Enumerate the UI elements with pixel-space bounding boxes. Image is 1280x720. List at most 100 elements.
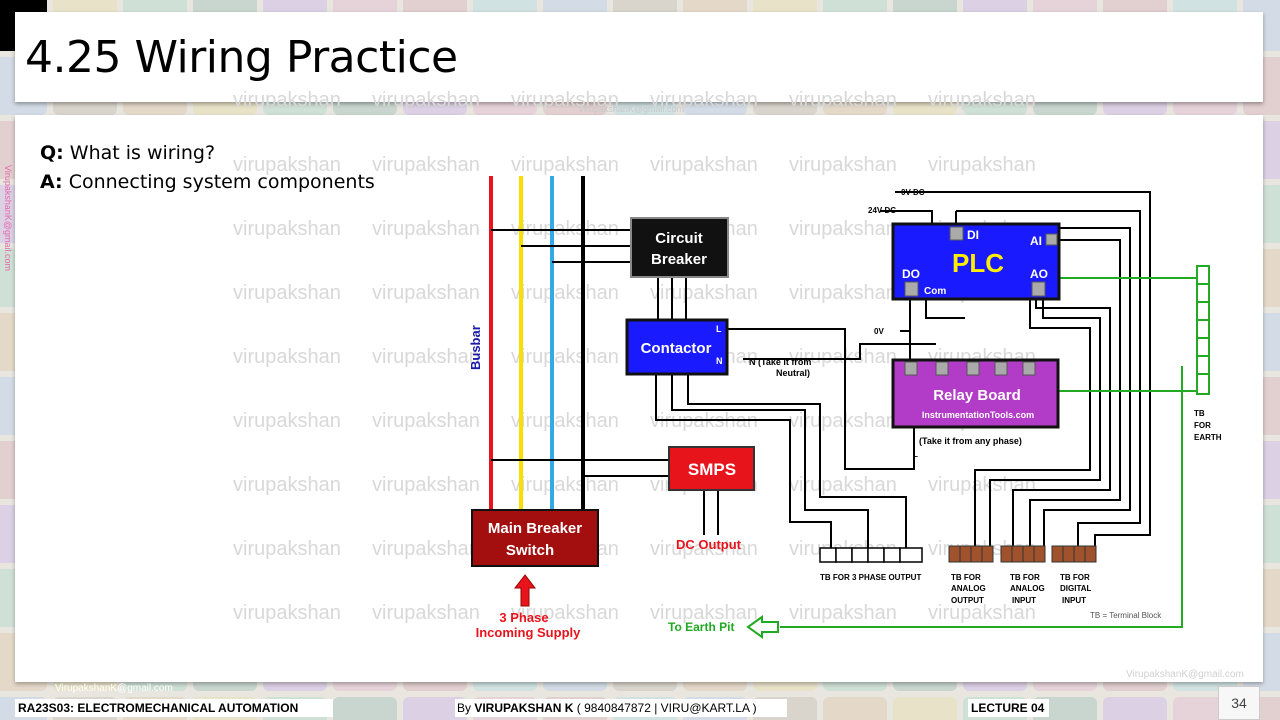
- footer-email: VirupakshanK@gmail.com: [55, 683, 173, 694]
- watermark-text: virupakshan: [372, 346, 480, 368]
- tb-3phase-label: TB FOR 3 PHASE OUTPUT: [820, 573, 921, 582]
- watermark-text: virupakshan: [650, 282, 758, 304]
- watermark-text: virupakshan: [511, 602, 619, 624]
- watermark-text: virupakshan: [233, 282, 341, 304]
- tb-analog-input-block: [1000, 545, 1046, 563]
- watermark-text: virupakshan: [789, 346, 897, 368]
- dc-24v-label: 24V DC: [868, 206, 896, 215]
- watermark-text: virupakshan: [650, 154, 758, 176]
- contactor: Contactor L N: [625, 318, 729, 376]
- a-label: A:: [40, 171, 63, 193]
- background-tile: [823, 697, 887, 720]
- watermark-text: virupakshan: [789, 89, 897, 111]
- background-tile: [1033, 697, 1097, 720]
- tb-earth-label-3: EARTH: [1194, 433, 1222, 442]
- neutral-note-1: N (Take it from: [749, 357, 811, 367]
- phase-note: (Take it from any phase): [919, 436, 1022, 446]
- tb-3phase-block: [819, 547, 923, 563]
- watermark-text: virupakshan: [233, 346, 341, 368]
- main-breaker-label-2: Switch: [506, 542, 554, 559]
- watermark-text: virupakshan: [789, 410, 897, 432]
- plc-di: DI: [967, 228, 979, 242]
- earth-lines: [780, 277, 1197, 628]
- watermark-text: virupakshan: [650, 89, 758, 111]
- tb-analog-output-block: [948, 545, 994, 563]
- plc-ao: AO: [1030, 267, 1048, 281]
- author-name: VIRUPAKSHAN K: [474, 701, 574, 715]
- contactor-n: N: [716, 356, 723, 366]
- neutral-note-2: Neutral): [776, 368, 810, 378]
- tb-earth-block: [1196, 265, 1210, 395]
- relay-site-label: InstrumentationTools.com: [922, 410, 1034, 420]
- busbar-label: Busbar: [468, 325, 483, 370]
- plc-ai: AI: [1030, 234, 1042, 248]
- plc-com: Com: [924, 286, 946, 297]
- busbar: [489, 176, 585, 510]
- plc-label: PLC: [952, 248, 1004, 278]
- lecture-label: LECTURE 04: [971, 701, 1045, 715]
- answer-line: A: Connecting system components: [40, 171, 375, 193]
- footer-lecture: LECTURE 04: [968, 699, 1049, 717]
- background-tile: [403, 697, 467, 720]
- supply-label-1: 3 Phase: [499, 610, 548, 625]
- watermark-text: virupakshan: [511, 346, 619, 368]
- contactor-label: Contactor: [641, 340, 712, 357]
- background-tile: [1103, 697, 1167, 720]
- author-contact: ( 9840847872 | VIRU@KART.LA ): [573, 701, 757, 715]
- watermark-text: virupakshan: [928, 89, 1036, 111]
- title-bar: 4.25 Wiring Practice: [15, 12, 1263, 102]
- dc-0v-label: 0V DC: [901, 188, 925, 197]
- circuit-breaker: Circuit Breaker: [630, 217, 729, 278]
- watermark-email: VirupakshanK@gmail.com: [578, 104, 684, 114]
- tb-digital-input-block: [1051, 545, 1097, 563]
- footer-course: RA23S03: ELECTROMECHANICAL AUTOMATION: [15, 699, 333, 717]
- tb-ao-label-2: ANALOG: [951, 584, 986, 593]
- earth-pit-label: To Earth Pit: [668, 620, 734, 634]
- tb-earth-label-2: FOR: [1194, 421, 1211, 430]
- watermark-text: virupakshan: [233, 154, 341, 176]
- watermark-text: virupakshan: [789, 282, 897, 304]
- watermark-text: virupakshan: [928, 602, 1036, 624]
- watermark-email: VirupakshanK@gmail.com: [1126, 669, 1244, 680]
- watermark-text: virupakshan: [789, 154, 897, 176]
- tb-ai-label-2: ANALOG: [1010, 584, 1045, 593]
- background-tile: [333, 697, 397, 720]
- tb-di-label-2: DIGITAL: [1060, 584, 1092, 593]
- watermark-text: virupakshan: [372, 218, 480, 240]
- watermark-text: virupakshan: [511, 410, 619, 432]
- watermark-text: virupakshan: [511, 89, 619, 111]
- watermark-text: virupakshan: [372, 602, 480, 624]
- q-label: Q:: [40, 142, 64, 164]
- tb-ai-label-3: INPUT: [1012, 596, 1036, 605]
- watermark-text: virupakshan: [372, 474, 480, 496]
- relay-board: Relay Board InstrumentationTools.com: [891, 358, 1060, 429]
- relay-board-label: Relay Board: [933, 387, 1021, 404]
- footer-author: By VIRUPAKSHAN K ( 9840847872 | VIRU@KAR…: [455, 699, 787, 717]
- watermark-text: virupakshan: [789, 218, 897, 240]
- contactor-l: L: [716, 324, 722, 334]
- watermark-text: virupakshan: [372, 89, 480, 111]
- watermark-text: virupakshan: [789, 474, 897, 496]
- main-breaker-switch: Main Breaker Switch: [471, 509, 599, 567]
- watermark-text: virupakshan: [233, 538, 341, 560]
- up-arrow-icon: [513, 574, 537, 607]
- watermark-grid: virupakshan virupakshan virupakshan viru…: [233, 89, 1244, 680]
- question-line: Q: What is wiring?: [40, 142, 215, 164]
- q-text: What is wiring?: [69, 142, 216, 164]
- watermark-text: virupakshan: [372, 410, 480, 432]
- supply-label-2: Incoming Supply: [476, 625, 581, 640]
- author-prefix: By: [457, 701, 475, 715]
- zero-v-label: 0V: [874, 327, 884, 336]
- watermark-text: virupakshan: [372, 538, 480, 560]
- plc: PLC DI AI DO Com AO: [891, 222, 1061, 301]
- circuit-breaker-label-2: Breaker: [651, 251, 707, 268]
- watermark-text: virupakshan: [233, 474, 341, 496]
- main-breaker-label-1: Main Breaker: [488, 520, 582, 537]
- watermark-text: virupakshan: [233, 410, 341, 432]
- background-tile: [893, 697, 957, 720]
- page-number: 34: [1218, 686, 1260, 720]
- watermark-text: virupakshan: [372, 154, 480, 176]
- watermark-text: virupakshan: [511, 474, 619, 496]
- watermark-text: virupakshan: [928, 154, 1036, 176]
